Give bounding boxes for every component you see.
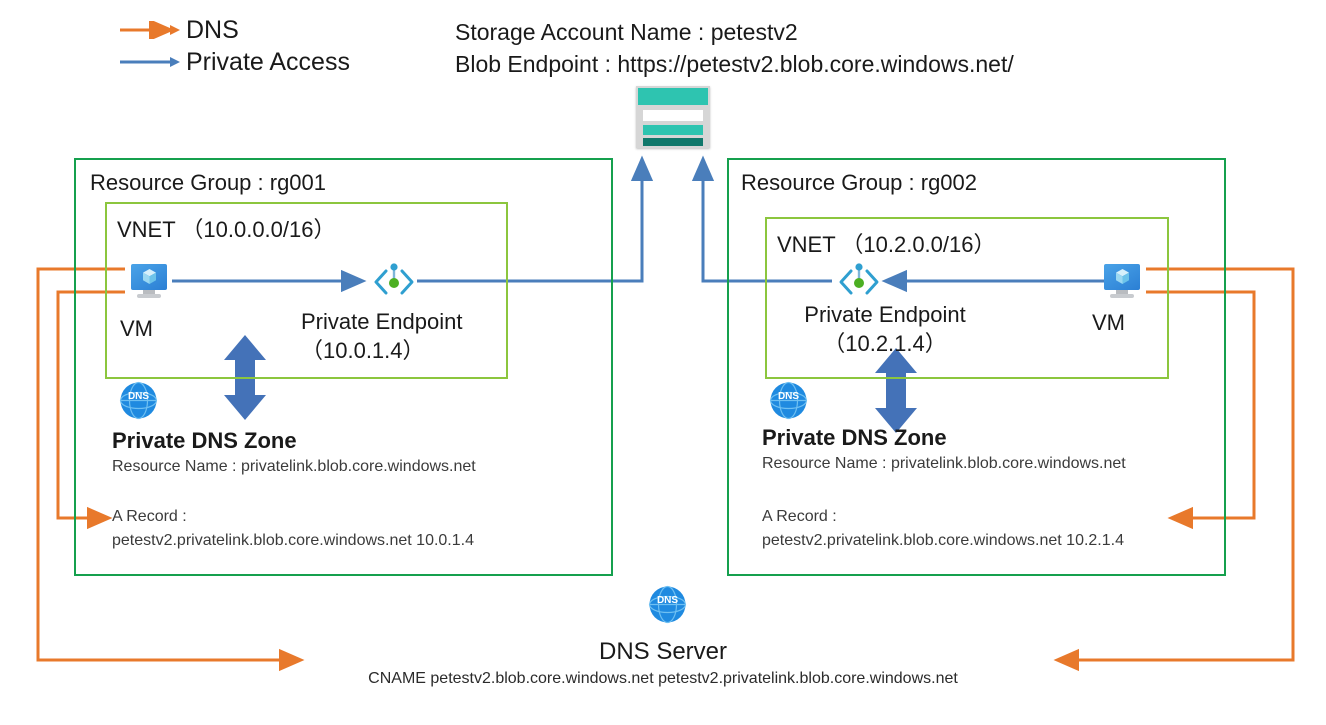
dns-globe-icon: DNS bbox=[119, 381, 158, 420]
svg-text:DNS: DNS bbox=[128, 391, 149, 402]
storage-blob-endpoint: Blob Endpoint : https://petestv2.blob.co… bbox=[455, 51, 1014, 77]
resource-group-rg002 bbox=[727, 158, 1226, 576]
dns-globe-icon: DNS bbox=[769, 381, 808, 420]
storage-icon-header-bar bbox=[638, 88, 708, 105]
vm-stand bbox=[143, 290, 155, 295]
storage-account-icon bbox=[636, 86, 710, 148]
svg-text:DNS: DNS bbox=[778, 391, 799, 402]
vm-base bbox=[1110, 294, 1134, 298]
legend: DNS Private Access bbox=[120, 14, 350, 78]
legend-label-dns: DNS bbox=[186, 15, 239, 44]
private-dns-zone-a-record-rg002: A Record : petestv2.privatelink.blob.cor… bbox=[762, 505, 1124, 553]
vm-cube-glyph bbox=[143, 269, 156, 284]
resource-group-rg001 bbox=[74, 158, 613, 576]
arrow-right-icon bbox=[120, 21, 180, 39]
vm-label-rg002: VM bbox=[1092, 310, 1125, 335]
private-dns-zone-resource-name-rg001: Resource Name : privatelink.blob.core.wi… bbox=[112, 458, 476, 475]
private-dns-zone-title-rg001: Private DNS Zone bbox=[112, 428, 297, 453]
a-record-label-rg001: A Record : bbox=[112, 508, 187, 525]
svg-text:DNS: DNS bbox=[657, 595, 678, 606]
resource-group-rg002-title: Resource Group : rg002 bbox=[741, 170, 978, 195]
vnet-title-rg002: VNET （10.2.0.0/16） bbox=[777, 232, 996, 257]
vm-cube-glyph bbox=[1116, 269, 1129, 284]
vm-base bbox=[137, 294, 161, 298]
storage-icon-row-2 bbox=[643, 125, 703, 135]
private-dns-zone-a-record-rg001: A Record : petestv2.privatelink.blob.cor… bbox=[112, 505, 474, 553]
a-record-value-rg001: petestv2.privatelink.blob.core.windows.n… bbox=[112, 532, 474, 549]
private-endpoint-text-rg001: Private Endpoint （10.0.1.4） bbox=[301, 307, 462, 365]
dns-server-label: DNS Server bbox=[598, 638, 728, 665]
private-endpoint-text-rg002: Private Endpoint （10.2.1.4） bbox=[795, 300, 975, 358]
legend-item-private-access: Private Access bbox=[120, 46, 350, 78]
private-endpoint-icon bbox=[839, 263, 879, 295]
vnet-title-rg001: VNET （10.0.0.0/16） bbox=[117, 217, 336, 242]
legend-item-dns: DNS bbox=[120, 14, 350, 46]
private-dns-zone-title-rg002: Private DNS Zone bbox=[762, 425, 947, 450]
arrow-right-icon bbox=[120, 57, 180, 67]
a-record-label-rg002: A Record : bbox=[762, 508, 837, 525]
dns-globe-icon: DNS bbox=[648, 585, 687, 624]
private-endpoint-icon bbox=[374, 263, 414, 295]
storage-account-name: Storage Account Name : petestv2 bbox=[455, 19, 798, 45]
vm-label-rg001: VM bbox=[120, 316, 153, 341]
private-dns-zone-resource-name-rg002: Resource Name : privatelink.blob.core.wi… bbox=[762, 455, 1126, 472]
resource-group-rg001-title: Resource Group : rg001 bbox=[90, 170, 327, 195]
private-endpoint-label-rg002: Private Endpoint bbox=[804, 302, 966, 327]
vnet-box-rg001 bbox=[105, 202, 508, 379]
private-endpoint-address-rg001: （10.0.1.4） bbox=[301, 338, 425, 363]
private-endpoint-address-rg002: （10.2.1.4） bbox=[823, 331, 947, 356]
storage-icon-row-3 bbox=[643, 138, 703, 146]
legend-label-private-access: Private Access bbox=[186, 47, 350, 76]
virtual-machine-icon bbox=[1104, 264, 1140, 298]
storage-icon-row-1 bbox=[643, 110, 703, 121]
virtual-machine-icon bbox=[131, 264, 167, 298]
vnet-box-rg002 bbox=[765, 217, 1169, 379]
private-endpoint-label-rg001: Private Endpoint bbox=[301, 309, 463, 334]
storage-account-header: Storage Account Name : petestv2 Blob End… bbox=[455, 16, 1014, 80]
a-record-value-rg002: petestv2.privatelink.blob.core.windows.n… bbox=[762, 532, 1124, 549]
vm-stand bbox=[1116, 290, 1128, 295]
dns-server-cname-record: CNAME petestv2.blob.core.windows.net pet… bbox=[368, 670, 958, 687]
